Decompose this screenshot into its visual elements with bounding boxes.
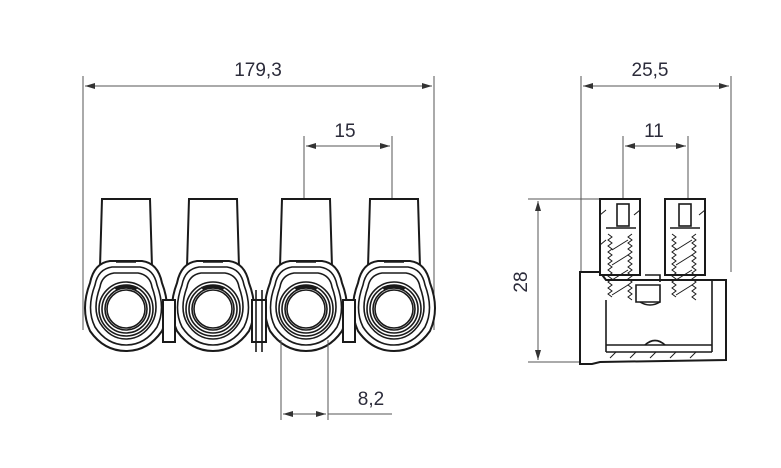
width-label: 25,5	[632, 60, 669, 81]
height-label: 28	[511, 271, 532, 292]
terminal-1	[84, 198, 168, 352]
terminal-4	[352, 198, 436, 352]
pitch-label: 15	[334, 121, 355, 142]
ring-width-label: 8,2	[358, 389, 384, 410]
overall-width-label: 179,3	[234, 60, 282, 81]
screw-pitch-label: 11	[644, 121, 664, 142]
side-view: 25,5 11 28	[511, 60, 732, 365]
terminal-3	[264, 198, 348, 352]
terminal-2	[171, 198, 255, 352]
front-view: 179,3 15 8,2	[82, 60, 436, 420]
